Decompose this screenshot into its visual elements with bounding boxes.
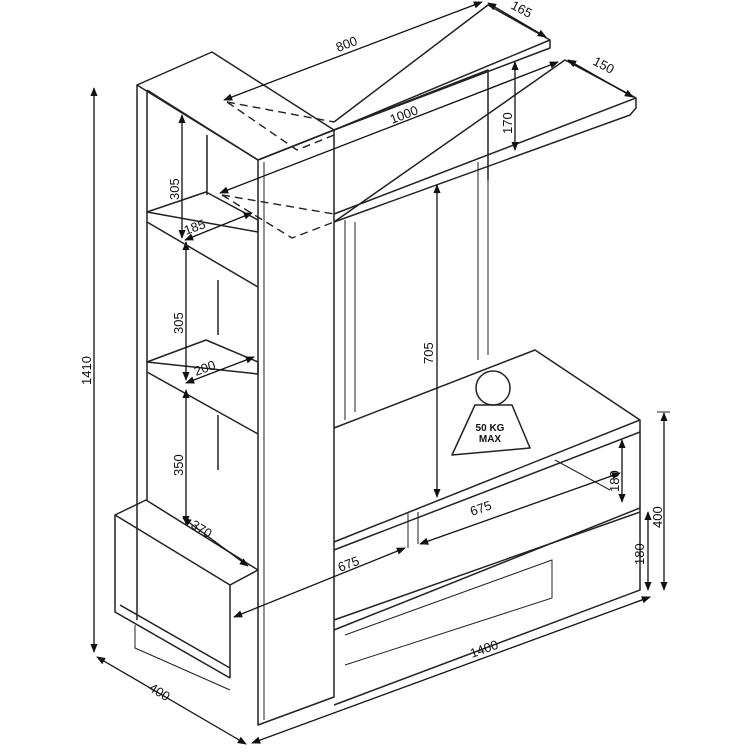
dim-shelf-low-height: 350 <box>171 454 186 476</box>
dim-inner-width: 675 <box>468 498 493 519</box>
dim-total-height: 1410 <box>79 356 94 385</box>
dim-total-depth: 400 <box>146 680 172 704</box>
dim-shelf-top-height: 305 <box>167 178 182 200</box>
weight-ball-icon <box>475 370 511 406</box>
dim-base-height: 180 <box>632 543 647 565</box>
dimension-lines: 800 165 150 1000 170 305 185 305 200 350… <box>79 0 670 745</box>
dim-tv-space-height: 705 <box>421 342 436 364</box>
weight-line2: MAX <box>479 434 502 445</box>
back-panel <box>333 69 489 420</box>
left-bookcase <box>136 51 335 620</box>
weight-limit-marker: 50 KG MAX <box>451 370 531 456</box>
dim-shelf-gap: 170 <box>500 112 515 134</box>
weight-base-icon <box>451 404 531 456</box>
dim-base-depth-side: 370 <box>188 517 214 541</box>
weight-line1: 50 KG <box>476 423 505 434</box>
dim-top-shelf-width: 800 <box>334 33 360 55</box>
dim-second-shelf-depth: 150 <box>591 53 617 76</box>
front-tall-panel <box>257 129 335 726</box>
dim-shelf-mid-height: 305 <box>171 312 186 334</box>
dim-unit-height: 400 <box>650 506 665 528</box>
dim-shelf-mid-depth: 200 <box>192 357 218 379</box>
dim-drawer-width: 675 <box>336 553 362 575</box>
dim-shelf-top-depth: 185 <box>182 216 208 238</box>
